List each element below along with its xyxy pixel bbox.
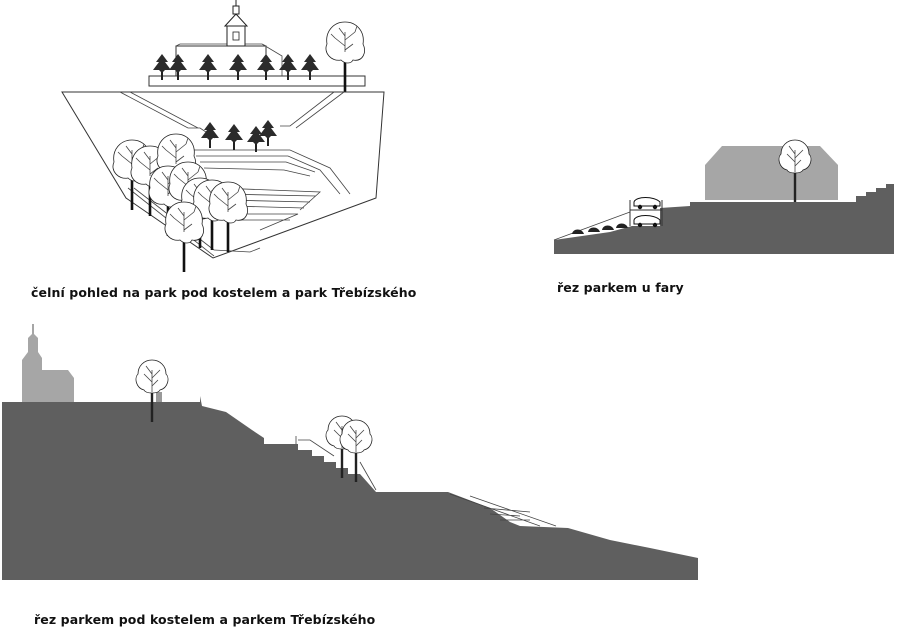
- parking-structure: [629, 197, 663, 228]
- front-view-drawing: [61, 0, 385, 273]
- caption-front-view: čelní pohled na park pod kostelem a park…: [31, 285, 417, 300]
- main-church: [22, 324, 74, 402]
- section-main-drawing: [2, 324, 698, 580]
- front-view-frame: [61, 91, 385, 259]
- fara-ground: [554, 184, 894, 254]
- parked-cars: [572, 223, 628, 234]
- fara-building: [705, 146, 838, 200]
- section-fara-drawing: [553, 139, 894, 254]
- church-tower: [223, 0, 249, 47]
- caption-section-main: řez parkem pod kostelem a parkem Třebízs…: [34, 612, 376, 627]
- main-ground: [2, 396, 698, 580]
- caption-section-fara: řez parkem u fary: [557, 280, 684, 295]
- upper-terrace: [148, 75, 366, 87]
- church-body: [175, 45, 267, 77]
